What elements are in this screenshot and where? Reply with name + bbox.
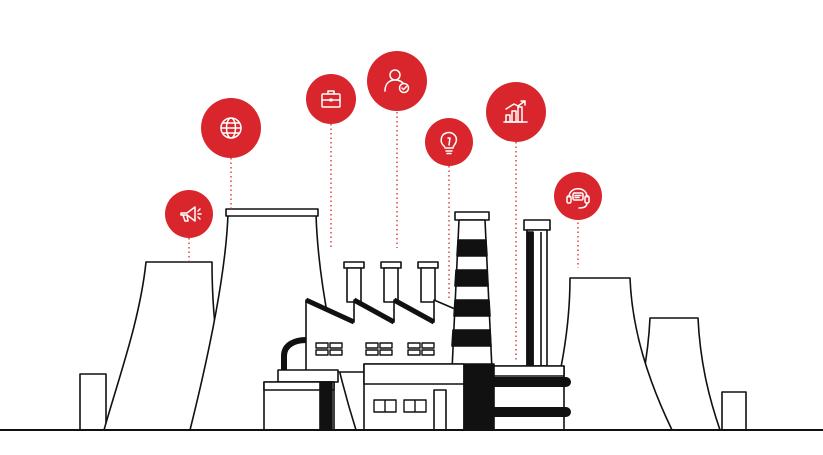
headset-support-icon (566, 188, 590, 209)
factory-windows (315, 342, 435, 356)
connector-lines (188, 112, 579, 360)
curved-pipe (281, 337, 307, 372)
cooling-tower-big-rim (225, 208, 319, 217)
small-building-right (721, 391, 747, 431)
small-building-left (79, 373, 107, 431)
horizontal-pipes (489, 377, 571, 417)
pipe-platform (277, 369, 339, 383)
user-check-icon (384, 69, 410, 94)
thin-chimney (523, 219, 551, 367)
factory-chimneys (343, 261, 439, 303)
globe-icon (220, 117, 242, 139)
striped-chimney (451, 211, 493, 371)
megaphone-icon (180, 206, 202, 222)
front-building-windows (373, 399, 427, 413)
lightbulb-icon (440, 131, 458, 155)
briefcase-icon (321, 90, 341, 108)
growth-chart-icon (503, 100, 528, 123)
